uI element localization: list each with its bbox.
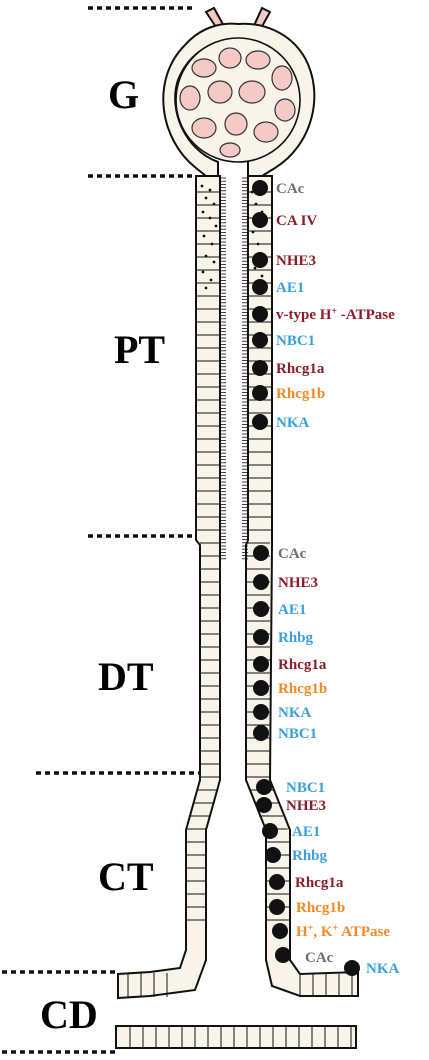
transporter-dot	[256, 779, 272, 795]
transporter-label: Rhcg1b	[276, 386, 325, 402]
transporter-dot	[344, 960, 360, 976]
transporter-dot	[269, 899, 285, 915]
capillary-loop	[207, 80, 233, 104]
transporter-label: NKA	[278, 705, 312, 721]
transporter-label: H+, K+ ATPase	[296, 923, 390, 941]
transporter-label: Rhbg	[292, 848, 328, 864]
capillary-loop	[191, 117, 217, 139]
capillary-loop	[179, 85, 201, 111]
transporter-dot	[252, 252, 268, 268]
vesicle	[250, 190, 254, 194]
capillary-loop	[245, 50, 271, 70]
transporter-label: AE1	[278, 602, 306, 618]
transporter-label: NHE3	[278, 575, 318, 591]
transporter-dot	[265, 847, 281, 863]
vesicle	[251, 230, 255, 234]
vesicle	[204, 196, 208, 200]
transporter-label: Rhcg1b	[278, 681, 327, 697]
collecting-duct-wall	[115, 1025, 357, 1049]
segment-label-g: G	[108, 72, 139, 117]
transporter-dot	[253, 680, 269, 696]
transporter-label: NHE3	[276, 253, 316, 269]
transporter-dot	[253, 725, 269, 741]
vesicle	[214, 224, 218, 228]
transporter-dot	[256, 797, 272, 813]
capillary-loop	[274, 98, 296, 122]
transporter-dot	[252, 385, 268, 401]
transporter-dot	[252, 306, 268, 322]
transporter-label: AE1	[276, 280, 304, 296]
transporter-dot	[252, 332, 268, 348]
tubule-wall-left	[117, 175, 221, 1000]
transporter-dot	[252, 212, 268, 228]
glomerulus	[162, 6, 316, 177]
transporter-dot	[272, 923, 288, 939]
transporter-label: Rhcg1a	[276, 361, 325, 377]
vesicle	[260, 274, 264, 278]
segment-label-dt: DT	[98, 654, 154, 699]
brush-border	[220, 177, 248, 560]
transporter-dot	[253, 545, 269, 561]
transporter-label: NKA	[276, 415, 310, 431]
vesicle	[209, 278, 213, 282]
vesicle	[253, 266, 257, 270]
transporter-label: Rhcg1b	[296, 900, 345, 916]
segment-label-pt: PT	[114, 327, 165, 372]
vesicle	[201, 210, 205, 214]
transporter-dot	[252, 279, 268, 295]
segment-boundaries	[2, 6, 200, 1054]
transporter-dot	[275, 947, 291, 963]
transporter-dot	[252, 414, 268, 430]
transporter-dot	[253, 656, 269, 672]
vesicle	[204, 286, 208, 290]
vesicle	[212, 260, 216, 264]
capillary-loop	[238, 80, 266, 104]
transporter-dot	[253, 629, 269, 645]
capillary-loop	[191, 58, 217, 78]
transporter-dot	[262, 823, 278, 839]
capillary-loop	[253, 121, 279, 143]
transporter-dot	[269, 874, 285, 890]
transporter-dot	[253, 601, 269, 617]
capillary-loop	[224, 112, 248, 136]
transporter-dot	[252, 360, 268, 376]
segment-label-ct: CT	[98, 854, 154, 899]
transporter-label: NHE3	[286, 798, 326, 814]
vesicle	[212, 202, 216, 206]
transporter-label: Rhbg	[278, 630, 314, 646]
transporter-label: CA IV	[276, 213, 317, 229]
vesicle	[256, 242, 260, 246]
transporter-dot	[253, 574, 269, 590]
tubule-wall-right	[245, 175, 359, 997]
capillary-loops	[179, 47, 296, 158]
transporter-label: NBC1	[276, 333, 315, 349]
capillary-loop	[219, 142, 241, 158]
collecting-duct	[115, 1025, 357, 1049]
vesicle	[204, 254, 208, 258]
transporter-dot	[253, 704, 269, 720]
vesicle	[201, 270, 205, 274]
vesicle	[208, 216, 212, 220]
transporter-label: CAc	[278, 546, 307, 562]
transporter-label: CAc	[305, 950, 334, 966]
vesicle	[210, 242, 214, 246]
segment-label-cd: CD	[40, 992, 98, 1037]
transporter-label: NBC1	[286, 780, 325, 796]
transporter-label: AE1	[292, 824, 320, 840]
vesicle	[202, 234, 206, 238]
transporter-dot	[252, 180, 268, 196]
vesicle	[208, 188, 212, 192]
transporter-label: Rhcg1a	[278, 657, 327, 673]
capillary-loop	[271, 65, 293, 91]
transporter-label: NKA	[366, 961, 400, 977]
capillary-loop	[218, 47, 242, 69]
transporter-label: NBC1	[278, 726, 317, 742]
transporter-label: Rhcg1a	[295, 875, 344, 891]
transporter-label: v-type H+ -ATPase	[276, 306, 395, 324]
vesicle	[254, 202, 258, 206]
transporter-label: CAc	[276, 181, 305, 197]
vesicle	[200, 184, 204, 188]
